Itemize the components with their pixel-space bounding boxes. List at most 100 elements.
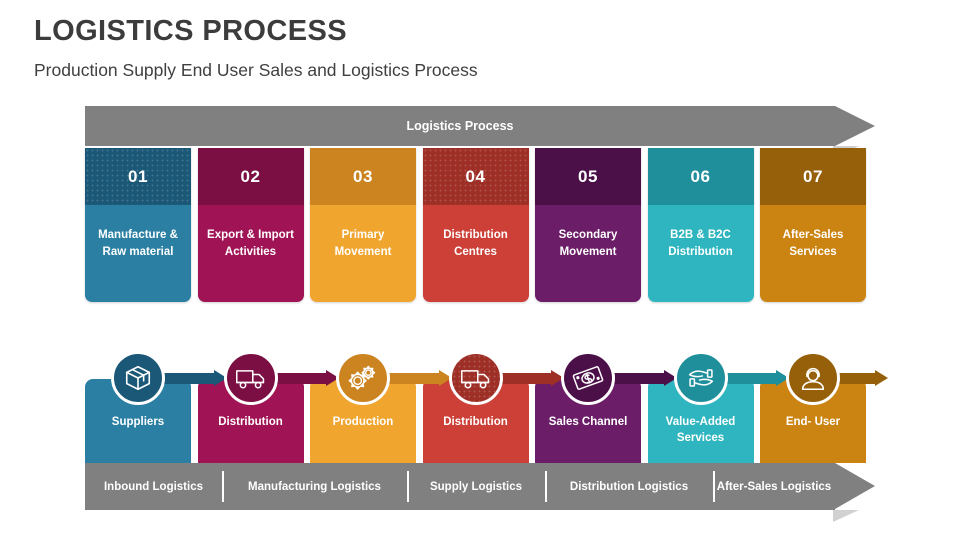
- stage-card-number-header: 06: [647, 148, 754, 205]
- flow-step-icon-circle-5[interactable]: [561, 351, 615, 405]
- flow-arrow-head: [663, 370, 677, 386]
- stage-card-number-header: 03: [310, 148, 416, 205]
- flow-step-icon-circle-7[interactable]: [786, 351, 840, 405]
- flow-arrow-5: [612, 370, 677, 387]
- flow-step-icon-circle-1[interactable]: [111, 351, 165, 405]
- flow-arrow-shaft: [837, 373, 875, 384]
- footer-segment-label: Manufacturing Logistics: [248, 480, 381, 493]
- header-banner-arrow-tip: [835, 106, 875, 146]
- header-banner-band: [85, 106, 835, 146]
- stage-card-number-header: 04: [422, 148, 529, 205]
- flow-arrow-head: [875, 370, 888, 386]
- stage-card-body: Secondary Movement: [535, 205, 641, 302]
- flow-step-icon-circle-4[interactable]: [448, 351, 503, 405]
- header-banner-label: Logistics Process: [406, 119, 514, 133]
- footer-segment-3[interactable]: Supply Logistics: [407, 463, 545, 510]
- stage-card-number: 02: [240, 166, 261, 186]
- stage-card-label: Export & Import Activities: [207, 229, 294, 258]
- dot-texture-overlay: [451, 354, 500, 402]
- stage-card-number-header: 02: [197, 148, 304, 205]
- stage-card-number-header: 01: [85, 148, 191, 205]
- flow-arrow-7: [837, 370, 888, 387]
- stage-card-body: Distribution Centres: [422, 205, 529, 302]
- stage-card-label: Manufacture & Raw material: [98, 229, 178, 258]
- flow-arrow-head: [326, 370, 339, 386]
- stage-card-body: Primary Movement: [310, 205, 416, 302]
- flow-step-panel-4[interactable]: Distribution: [422, 379, 529, 463]
- stage-card-body: After-Sales Services: [760, 205, 866, 302]
- flow-arrow-1: [162, 370, 227, 387]
- footer-segment-label: Supply Logistics: [429, 480, 522, 493]
- stage-card-label: B2B & B2C Distribution: [668, 229, 733, 258]
- footer-segment-label: Distribution Logistics: [569, 480, 689, 493]
- flow-arrow-2: [274, 370, 339, 387]
- stage-card-label: Distribution Centres: [443, 229, 508, 258]
- footer-banner: Inbound Logistics Manufacturing Logistics…: [85, 463, 875, 522]
- flow-step-icon-circle-3[interactable]: [336, 351, 390, 405]
- page-subtitle: Production Supply End User Sales and Log…: [34, 60, 478, 80]
- stage-card-body: B2B & B2C Distribution: [647, 205, 754, 302]
- support-agent-icon: [798, 363, 828, 393]
- footer-divider: [222, 471, 224, 502]
- page-title: LOGISTICS PROCESS: [34, 15, 347, 47]
- flow-arrow-shaft: [499, 373, 551, 384]
- stage-card-label: Secondary Movement: [558, 229, 618, 258]
- flow-step-icon-circle-2[interactable]: [223, 351, 278, 405]
- flow-arrow-3: [387, 370, 452, 387]
- flow-arrow-shaft: [274, 373, 326, 384]
- footer-banner-arrow-tip: [835, 463, 875, 509]
- banknote-icon: [572, 363, 604, 393]
- footer-segment-2[interactable]: Manufacturing Logistics: [222, 463, 407, 510]
- flow-step-label: Production: [332, 416, 394, 428]
- stage-card-body: Export & Import Activities: [197, 205, 304, 302]
- footer-divider: [407, 471, 409, 502]
- footer-segment-5[interactable]: After-Sales Logistics: [713, 463, 835, 510]
- stage-card-number: 04: [465, 166, 486, 186]
- footer-banner-fold-shadow: [833, 510, 859, 522]
- delivery-truck-icon: [460, 363, 492, 393]
- footer-segment-label: Inbound Logistics: [103, 480, 204, 493]
- flow-step-label: Value-Added Services: [665, 416, 736, 444]
- flow-step-label: End- User: [785, 416, 841, 428]
- flow-arrow-shaft: [612, 373, 664, 384]
- dot-texture-overlay: [85, 148, 191, 205]
- stage-card-number-header: 07: [760, 148, 866, 205]
- flow-arrow-head: [551, 370, 564, 386]
- flow-step-label: Suppliers: [111, 416, 165, 428]
- delivery-truck-icon: [235, 363, 267, 393]
- flow-arrow-head: [438, 370, 452, 386]
- footer-segment-label: After-Sales Logistics: [716, 480, 832, 493]
- stage-card-label: Primary Movement: [334, 229, 392, 258]
- flow-step-label: Distribution: [443, 416, 508, 428]
- stage-card-number: 05: [578, 166, 598, 186]
- dot-texture-overlay: [422, 148, 529, 205]
- stage-card-number: 03: [353, 166, 373, 186]
- flow-arrow-shaft: [162, 373, 214, 384]
- stage-card-number: 07: [803, 166, 823, 186]
- flow-arrow-head: [213, 370, 227, 386]
- stage-card-body: Manufacture & Raw material: [85, 205, 191, 302]
- flow-arrow-shaft: [724, 373, 776, 384]
- flow-arrow-4: [499, 370, 564, 387]
- flow-arrow-6: [724, 370, 789, 387]
- footer-banner-band: [85, 463, 835, 510]
- footer-segment-4[interactable]: Distribution Logistics: [545, 463, 713, 510]
- title-block: LOGISTICS PROCESS Production Supply End …: [34, 14, 478, 82]
- package-box-icon: [123, 363, 153, 393]
- footer-divider: [545, 471, 547, 502]
- gears-icon: [347, 363, 379, 393]
- flow-arrow-shaft: [387, 373, 439, 384]
- flow-step-icon-circle-6[interactable]: [673, 351, 728, 405]
- footer-segment-1[interactable]: Inbound Logistics: [85, 463, 222, 510]
- stage-card-number-header: 05: [535, 148, 641, 205]
